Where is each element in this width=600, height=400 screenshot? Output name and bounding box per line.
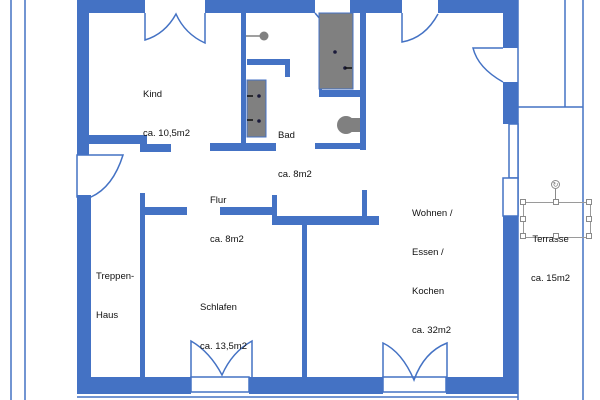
wall-bottom-left	[77, 377, 191, 394]
room-label-wohnen: Wohnen / Essen / Kochen ca. 32m2	[412, 181, 453, 350]
wall-treppenhaus-left	[77, 195, 91, 385]
room-area: ca. 8m2	[278, 169, 312, 180]
towel-knob-icon	[259, 31, 269, 41]
room-name: Treppen-	[96, 271, 135, 282]
wall-kind-bottom-2	[140, 144, 171, 152]
wall-kind-bottom	[77, 135, 147, 144]
room-label-treppenhaus: Treppen- Haus	[96, 244, 134, 335]
rotate-handle-icon[interactable]: ↻	[551, 180, 560, 189]
wall-flur-mid-h	[220, 207, 277, 215]
door-wohnen-bottom	[382, 341, 448, 383]
room-name: Bad	[278, 130, 295, 141]
room-area: ca. 8m2	[210, 234, 244, 245]
room-area: ca. 10,5m2	[143, 128, 190, 139]
rotate-handle-stem	[555, 189, 556, 200]
wall-flur-left-h	[140, 207, 187, 215]
door-wohnen-top	[401, 13, 439, 43]
door-kind-top	[144, 12, 206, 45]
room-label-bad: Bad ca. 8m2	[278, 103, 312, 194]
room-label-flur: Flur ca. 8m2	[210, 168, 244, 259]
wall-bad-shower	[319, 90, 363, 97]
resize-handle-nw[interactable]	[520, 199, 526, 205]
window-right-2	[502, 177, 519, 217]
wall-bad-bottom-right	[315, 143, 366, 149]
room-name: Schlafen	[200, 302, 237, 313]
resize-handle-sw[interactable]	[520, 233, 526, 239]
room-name: Wohnen /	[412, 208, 453, 219]
resize-handle-e[interactable]	[586, 216, 592, 222]
wall-top-left	[77, 0, 145, 13]
room-area: ca. 15m2	[531, 273, 571, 284]
wall-bad-right-v	[360, 13, 366, 150]
wall-wohnen-stub	[362, 190, 367, 220]
tap-icon	[333, 50, 337, 54]
wall-bottom-mid	[249, 377, 383, 394]
wall-schlafen-top	[272, 216, 379, 225]
wall-left-upper	[77, 0, 89, 155]
window-right	[508, 123, 519, 179]
wall-top-right	[438, 0, 518, 13]
resize-handle-n[interactable]	[553, 199, 559, 205]
wall-right-upper	[503, 0, 518, 48]
room-name-2: Essen /	[412, 247, 444, 258]
wall-flur-mid-v	[272, 195, 277, 221]
door-schlafen-bottom	[190, 339, 253, 377]
room-label-terrasse[interactable]: Terrasse ca. 15m2	[531, 207, 570, 298]
resize-handle-w[interactable]	[520, 216, 526, 222]
wall-bottom-right	[446, 377, 518, 394]
room-area: ca. 13,5m2	[200, 341, 247, 352]
door-right	[472, 47, 504, 83]
room-area: ca. 32m2	[412, 325, 452, 336]
room-name: Terrasse	[532, 234, 569, 245]
tap-icon	[257, 119, 261, 123]
toilet-tank	[346, 118, 360, 132]
wall-bad-partition-h	[247, 59, 289, 65]
room-name-2: Haus	[96, 310, 119, 321]
resize-handle-s[interactable]	[553, 233, 559, 239]
window-bottom-left	[190, 376, 250, 393]
tap-icon	[257, 94, 261, 98]
wall-right-mid	[503, 82, 518, 124]
resize-handle-ne[interactable]	[586, 199, 592, 205]
wall-top-mid	[205, 0, 315, 13]
wall-top-mid2	[350, 0, 402, 13]
door-treppenhaus	[76, 154, 125, 198]
room-name: Flur	[210, 195, 227, 206]
wall-bad-partition-v	[285, 59, 290, 77]
wall-flur-left-v	[140, 193, 145, 383]
washbasin-double	[246, 79, 267, 138]
wall-right-lower	[503, 216, 518, 394]
room-label-kind: Kind ca. 10,5m2	[143, 62, 190, 153]
room-label-schlafen: Schlafen ca. 13,5m2	[200, 275, 247, 366]
resize-handle-se[interactable]	[586, 233, 592, 239]
room-name-3: Kochen	[412, 286, 445, 297]
wall-kind-bad	[241, 13, 246, 146]
wall-schlafen-right	[302, 225, 307, 385]
room-name: Kind	[143, 89, 163, 100]
wall-bad-bottom-left	[210, 143, 276, 151]
